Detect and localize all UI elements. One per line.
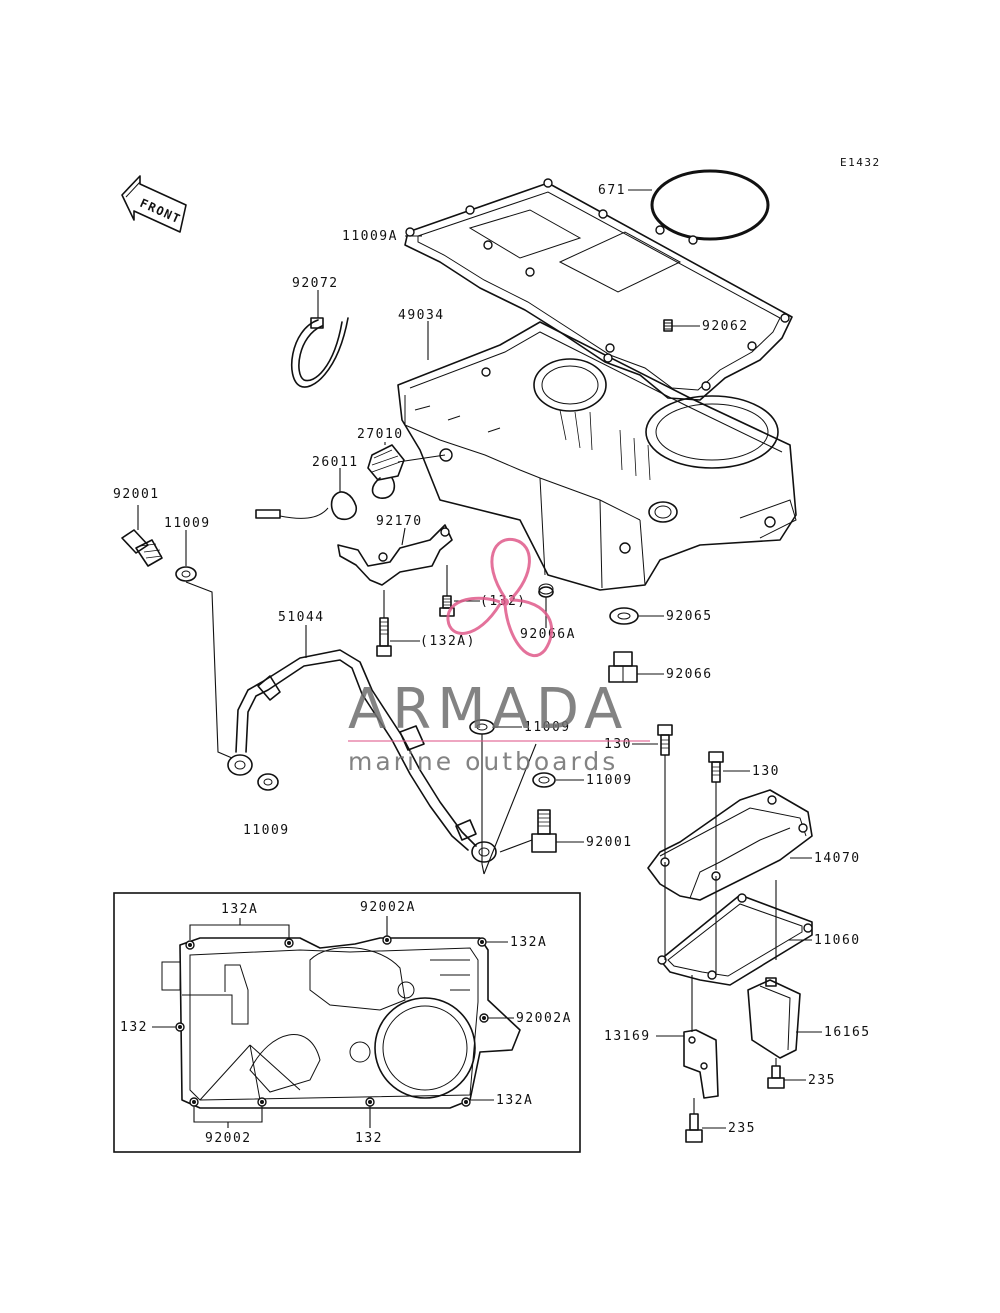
label-92066A: 92066A [520, 627, 576, 642]
inset-label-132A-top: 132A [221, 902, 258, 917]
label-11009-c: 11009 [524, 720, 571, 735]
banjo-bolt-92001-a: 92001 [113, 487, 163, 567]
gasket-11060: 11060 [657, 862, 861, 986]
label-11009-d: 11009 [586, 773, 633, 788]
label-13169: 13169 [604, 1029, 651, 1044]
bolt-132A-paren: (132A) [376, 590, 476, 657]
label-132A-paren: (132A) [420, 634, 476, 649]
watermark: ARMADA marine outboards [348, 537, 650, 776]
dowel-pin-92062: 92062 [663, 319, 749, 334]
label-11009-a: 11009 [164, 516, 211, 531]
diagram-code: E1432 [840, 156, 881, 169]
oil-pressure-switch-27010: 27010 [357, 427, 446, 499]
label-92001-b: 92001 [586, 835, 633, 850]
washer-11009-d: 11009 [483, 743, 633, 875]
inset-label-132A-right: 132A [510, 935, 547, 950]
label-49034: 49034 [398, 308, 445, 323]
label-16165: 16165 [824, 1025, 871, 1040]
label-11009-b: 11009 [243, 823, 290, 838]
label-11060: 11060 [814, 933, 861, 948]
label-92066: 92066 [666, 667, 713, 682]
oil-pan-49034: 49034 [397, 308, 797, 591]
label-671: 671 [598, 183, 626, 198]
washer-92065: 92065 [609, 607, 713, 625]
label-26011: 26011 [312, 455, 359, 470]
banjo-bolt-92001-b: 92001 [499, 809, 633, 853]
label-92065: 92065 [666, 609, 713, 624]
oil-pipe-51044: 51044 [185, 581, 497, 863]
o-ring-671: 671 [598, 169, 770, 241]
label-92062: 92062 [702, 319, 749, 334]
inset-oil-pan-bottom-view: 132A 92002A 132A 132 92002A 132A 92002 1… [113, 892, 581, 1153]
inset-label-132-bottom: 132 [355, 1131, 383, 1146]
spring-92066A: 92066A [520, 583, 576, 642]
label-27010: 27010 [357, 427, 404, 442]
front-arrow-icon: FRONT [121, 175, 187, 233]
washer-11009-a: 11009 [164, 516, 211, 582]
inset-label-92002A-top: 92002A [360, 900, 416, 915]
label-92170: 92170 [376, 514, 423, 529]
strainer-16165: 16165 [747, 977, 871, 1059]
washer-11009-c: 11009 [469, 719, 571, 875]
label-92001-a: 92001 [113, 487, 160, 502]
lead-26011: 26011 [255, 455, 359, 521]
inset-label-132A-bottom: 132A [496, 1093, 533, 1108]
bracket-92170: 92170 [337, 514, 453, 586]
label-11009A: 11009A [342, 229, 398, 244]
bolt-235-a: 235 [767, 1058, 836, 1089]
plug-92066: 92066 [608, 651, 713, 683]
inset-label-92002A-right: 92002A [516, 1011, 572, 1026]
inset-label-92002-bottom: 92002 [205, 1131, 252, 1146]
watermark-propeller-logo [446, 537, 554, 658]
label-235-a: 235 [808, 1073, 836, 1088]
bolt-235-b: 235 [685, 1098, 756, 1143]
cover-14070: 14070 [647, 789, 861, 901]
clamp-92072: 92072 [290, 276, 349, 388]
label-130-b: 130 [752, 764, 780, 779]
label-14070: 14070 [814, 851, 861, 866]
watermark-brand: ARMADA [348, 677, 628, 742]
watermark-tagline: marine outboards [348, 747, 618, 776]
bracket-13169: 13169 [604, 975, 719, 1099]
bolt-132-paren: (132) [439, 565, 525, 617]
label-51044: 51044 [278, 610, 325, 625]
washer-11009-b: 11009 [243, 773, 290, 838]
inset-label-132-left: 132 [120, 1020, 148, 1035]
label-92072: 92072 [292, 276, 339, 291]
label-235-b: 235 [728, 1121, 756, 1136]
gasket-11009A: 11009A [342, 178, 793, 401]
